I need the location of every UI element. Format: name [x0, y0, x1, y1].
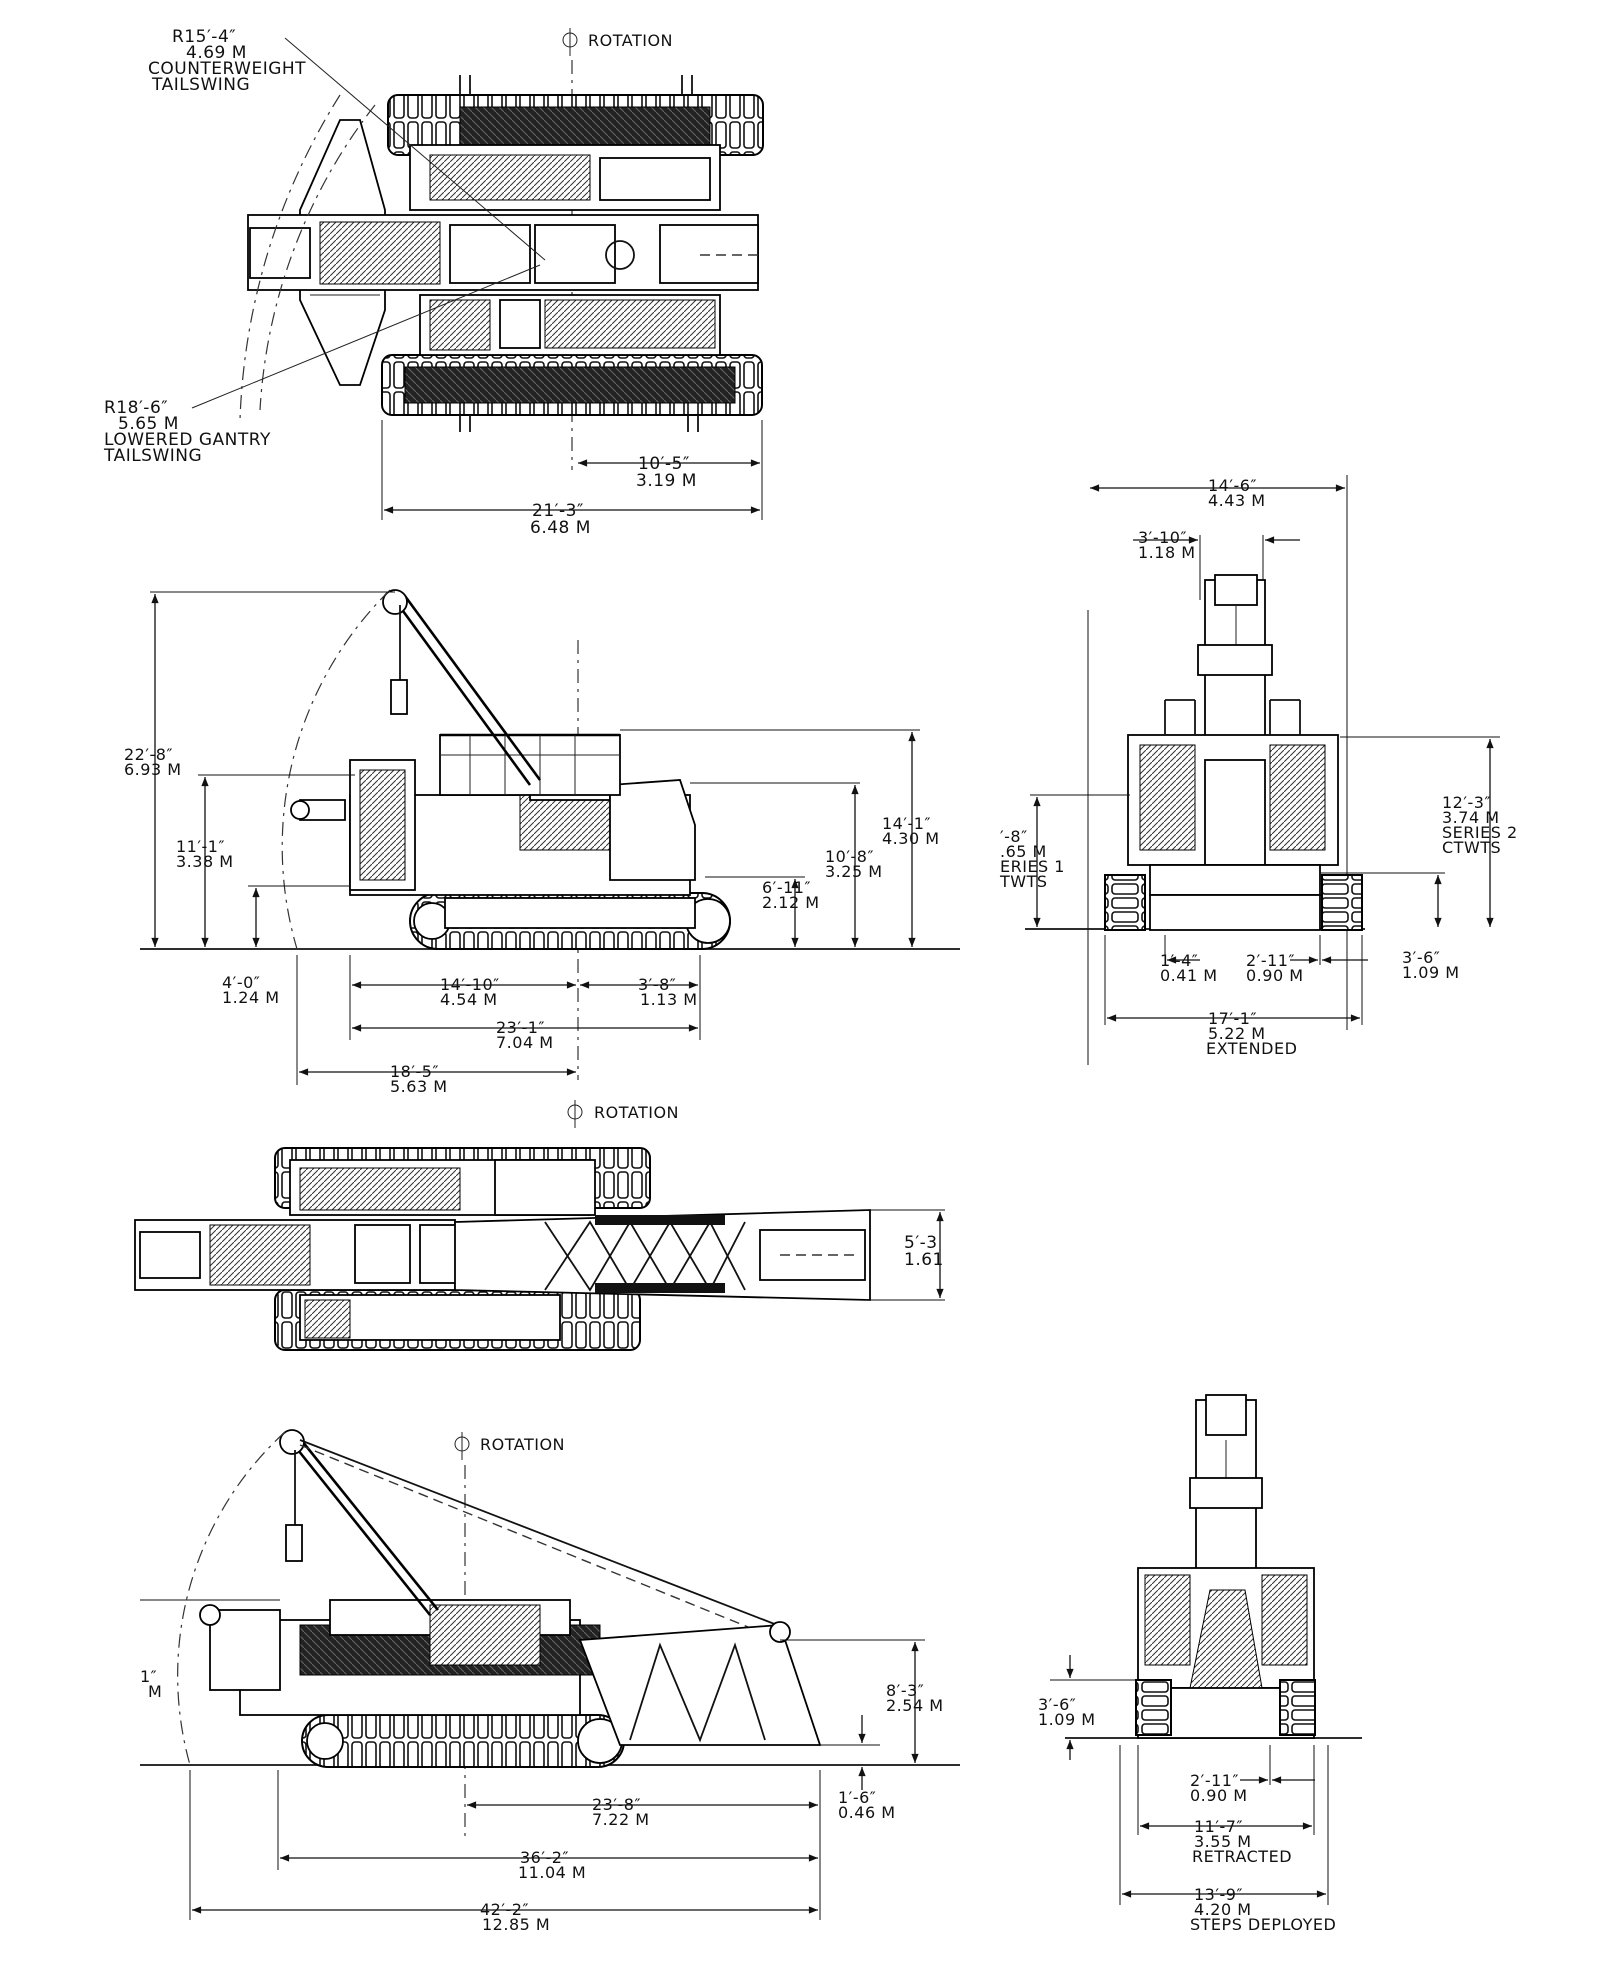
dim-3-6-b-m: 1.09 M	[1038, 1710, 1096, 1729]
dim-10-8: 10′-8″	[825, 847, 874, 866]
dim-2-11-b: 2′-11″	[1190, 1771, 1239, 1790]
dim-6-11-m: 2.12 M	[762, 893, 820, 912]
dim-partial-1: 1″	[140, 1667, 157, 1686]
dim-5-3-m: 1.61	[904, 1250, 944, 1270]
dim-3-10: 3′-10″	[1138, 528, 1187, 547]
rear-view-1: 14′-6″ 4.43 M 3′-10″ 1.18 M ′-8″ .65 M E…	[999, 475, 1518, 1065]
dim-1-6-m: 0.46 M	[838, 1803, 896, 1822]
gantry-tailswing-radius-m: 5.65 M	[118, 414, 179, 434]
dim-14-10: 14′-10″	[440, 975, 500, 994]
dim-1-4: 1′-4″	[1160, 951, 1198, 970]
dim-series2-note2: CTWTS	[1442, 838, 1501, 857]
cw-tailswing-note2: TAILSWING	[151, 75, 250, 95]
dim-2-11-m: 0.90 M	[1246, 966, 1304, 985]
dim-14-6-m: 4.43 M	[1208, 491, 1266, 510]
dim-12-3-m: 3.74 M	[1442, 808, 1500, 827]
gantry-tailswing-radius: R18′-6″	[104, 398, 168, 418]
dim-36-2: 36′-2″	[520, 1848, 569, 1867]
dim-10-5-m: 3.19 M	[636, 471, 697, 491]
gantry-tailswing-note: LOWERED GANTRY	[104, 430, 271, 450]
dim-22-8-m: 6.93 M	[124, 760, 182, 779]
cw-tailswing-radius-m: 4.69 M	[186, 43, 247, 63]
dim-2-11: 2′-11″	[1246, 951, 1295, 970]
cw-tailswing-radius: R15′-4″	[172, 27, 236, 47]
rotation-label-3: ROTATION	[480, 1435, 565, 1454]
dim-3-6-b: 3′-6″	[1038, 1695, 1076, 1714]
dim-series1-note: ERIES 1	[1000, 857, 1065, 876]
dim-4-0: 4′-0″	[222, 973, 260, 992]
dim-3-6: 3′-6″	[1402, 948, 1440, 967]
dim-11-7-m: 3.55 M	[1194, 1832, 1252, 1851]
dim-1-4-m: 0.41 M	[1160, 966, 1218, 985]
dim-17-1: 17′-1″	[1208, 1009, 1257, 1028]
dim-14-6: 14′-6″	[1208, 476, 1257, 495]
dim-11-7-note: RETRACTED	[1192, 1847, 1292, 1866]
dim-23-1: 23′-1″	[496, 1018, 545, 1037]
top-view-1: ROTATION	[103, 27, 764, 538]
dim-14-10-m: 4.54 M	[440, 990, 498, 1009]
dim-8-3: 8′-3″	[886, 1681, 924, 1700]
dim-42-2-m: 12.85 M	[482, 1915, 550, 1934]
dim-36-2-m: 11.04 M	[518, 1863, 586, 1882]
centerline-icon	[562, 28, 578, 56]
dim-13-9-note: STEPS DEPLOYED	[1190, 1915, 1336, 1934]
gantry-tailswing-note2: TAILSWING	[103, 446, 202, 466]
dim-partial-1-m: M	[148, 1682, 162, 1701]
dim-3-6-m: 1.09 M	[1402, 963, 1460, 982]
dim-18-5-m: 5.63 M	[390, 1077, 448, 1096]
dim-6-11: 6′-11″	[762, 878, 811, 897]
dim-13-9: 13′-9″	[1194, 1885, 1243, 1904]
dim-23-8: 23′-8″	[592, 1795, 641, 1814]
dim-3-10-m: 1.18 M	[1138, 543, 1196, 562]
dim-3-8-m: 1.13 M	[640, 990, 698, 1009]
dim-series1-height: ′-8″	[1000, 827, 1028, 846]
dim-13-9-m: 4.20 M	[1194, 1900, 1252, 1919]
dim-23-1-m: 7.04 M	[496, 1033, 554, 1052]
rotation-label-2: ROTATION	[594, 1103, 679, 1122]
dim-series1-note2: TWTS	[999, 872, 1048, 891]
dim-23-8-m: 7.22 M	[592, 1810, 650, 1829]
dim-11-7: 11′-7″	[1194, 1817, 1243, 1836]
dim-21-3: 21′-3″	[532, 501, 584, 521]
dim-42-2: 42′-2″	[480, 1900, 529, 1919]
dim-11-1-m: 3.38 M	[176, 852, 234, 871]
dim-8-3-m: 2.54 M	[886, 1696, 944, 1715]
rotation-label: ROTATION	[588, 31, 673, 50]
dim-18-5: 18′-5″	[390, 1062, 439, 1081]
dim-11-1: 11′-1″	[176, 837, 225, 856]
dim-14-1: 14′-1″	[882, 814, 931, 833]
side-view-1: 22′-8″ 6.93 M 11′-1″ 3.38 M 4′-0″ 1.24 M…	[124, 589, 960, 1096]
dim-17-1-note: EXTENDED	[1206, 1039, 1297, 1058]
top-view-2: ROTATION 5′-3 1.61	[134, 1100, 945, 1351]
dim-21-3-m: 6.48 M	[530, 518, 591, 538]
dim-10-5: 10′-5″	[638, 454, 690, 474]
dim-2-11-b-m: 0.90 M	[1190, 1786, 1248, 1805]
dim-14-1-m: 4.30 M	[882, 829, 940, 848]
dim-5-3: 5′-3	[904, 1233, 938, 1253]
cw-tailswing-note: COUNTERWEIGHT	[148, 59, 306, 79]
dim-22-8: 22′-8″	[124, 745, 173, 764]
dim-17-1-m: 5.22 M	[1208, 1024, 1266, 1043]
centerline-icon	[454, 1432, 470, 1460]
dim-1-6: 1′-6″	[838, 1788, 876, 1807]
centerline-icon	[567, 1100, 583, 1128]
side-view-2: ROTATION 1″ M 8′-3″ 2.54 M	[140, 1429, 960, 1934]
rear-view-2: 3′-6″ 1.09 M 2′-11″ 0.90 M 11′-7″ 3.55 M…	[1038, 1394, 1362, 1934]
dim-4-0-m: 1.24 M	[222, 988, 280, 1007]
dim-10-8-m: 3.25 M	[825, 862, 883, 881]
dim-12-3: 12′-3″	[1442, 793, 1491, 812]
dim-series2-note: SERIES 2	[1442, 823, 1518, 842]
dim-series1-height-m: .65 M	[1000, 842, 1047, 861]
dim-3-8: 3′-8″	[638, 975, 676, 994]
